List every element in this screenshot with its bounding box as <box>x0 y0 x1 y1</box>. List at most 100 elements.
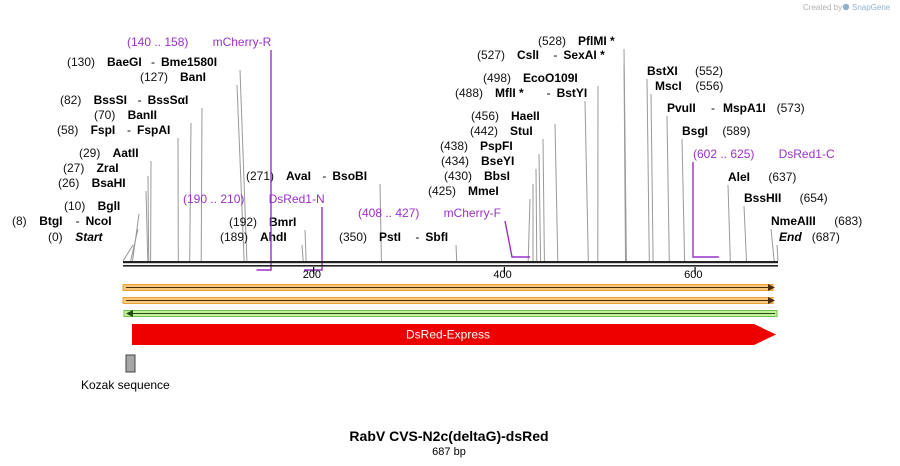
site-avai-bsobi[interactable]: (271)AvaI-BsoBI <box>246 169 367 183</box>
features: DsRed-Express Kozak sequence <box>81 324 776 392</box>
site-position: (271) <box>246 169 274 183</box>
site-mfli-bstyi[interactable]: (488)MflI *-BstYI <box>455 86 587 100</box>
site-baegi-bme1580i[interactable]: (130)BaeGI-Bme1580I <box>67 55 217 69</box>
site-line-stui <box>542 138 545 262</box>
primer-name: DsRed1-N <box>269 192 325 206</box>
site-name: AvaI <box>286 169 311 183</box>
site-line-mfli-bstyi <box>584 100 589 262</box>
tick-label: 600 <box>684 269 702 281</box>
site-name: PvuII <box>667 101 696 115</box>
site-name: Start <box>75 230 103 244</box>
site-mmei[interactable]: (425)MmeI <box>428 184 499 198</box>
site-name: BglI <box>98 199 121 213</box>
site-haeii[interactable]: (456)HaeII <box>471 109 540 123</box>
site-position: (26) <box>58 176 79 190</box>
site-position: (350) <box>339 230 367 244</box>
site-position: (498) <box>483 71 511 85</box>
feature-kozak-sequence[interactable]: Kozak sequence <box>81 354 170 392</box>
site-bsahi[interactable]: (26)BsaHI <box>58 176 126 190</box>
site-line-zrai <box>147 175 150 262</box>
site-nmeaiii[interactable]: NmeAIII(683) <box>771 214 862 228</box>
site-position: (0) <box>48 230 63 244</box>
site-pspfi[interactable]: (438)PspFI <box>440 139 513 153</box>
site-position: (488) <box>455 86 483 100</box>
orf-forward-1[interactable] <box>122 284 775 291</box>
snapgene-logo-icon <box>842 3 850 11</box>
site-name: PstI <box>379 230 401 244</box>
site-name: BstXI <box>647 64 678 78</box>
site-ahdi[interactable]: (189)AhdI <box>220 230 287 244</box>
site-name: BtgI <box>39 214 62 228</box>
site-name-secondary: Bme1580I <box>161 55 217 69</box>
site-position: (589) <box>722 124 750 138</box>
site-line-nmeaiii <box>770 228 775 262</box>
site-name: ZraI <box>97 161 119 175</box>
site-banii[interactable]: (70)BanII <box>94 108 157 122</box>
site-name: AleI <box>728 170 750 184</box>
orf-reverse[interactable] <box>123 310 778 317</box>
site-line-mmei <box>527 198 531 262</box>
primer-bar <box>256 50 272 271</box>
site-pvuii-mspa1i[interactable]: PvuII-MspA1I(573) <box>667 101 805 115</box>
site-name-secondary: SbfI <box>425 230 448 244</box>
tick-200: 200 <box>303 267 321 281</box>
site-msci[interactable]: MscI(556) <box>655 79 723 93</box>
site-line-avai-bsobi <box>379 183 382 262</box>
site-bsssi-bsss-i[interactable]: (82)BssSI-BssSαI <box>60 93 188 107</box>
site-bseyi[interactable]: (434) BseYI <box>441 154 514 168</box>
feature-dsred-express-label: DsRed-Express <box>406 328 490 342</box>
site-line-bsshii <box>743 205 747 262</box>
site-stui[interactable]: (442)StuI <box>470 124 533 138</box>
site-line-bmri <box>304 229 307 262</box>
site-position: (683) <box>834 214 862 228</box>
site-end[interactable]: End(687) <box>779 230 840 244</box>
site-bani[interactable]: (127)BanI <box>140 70 206 84</box>
site-position: (29) <box>79 146 100 160</box>
site-start[interactable]: (0) Start <box>48 230 104 244</box>
feature-dsred-express[interactable]: DsRed-Express <box>132 324 776 345</box>
site-position: (82) <box>60 93 81 107</box>
orf-forward-2[interactable] <box>122 297 775 304</box>
site-position: (654) <box>800 191 828 205</box>
site-position: (552) <box>695 64 723 78</box>
site-line-bgli <box>132 213 140 262</box>
primer-range: (602 .. 625) <box>693 147 754 161</box>
site-name: BanI <box>180 70 206 84</box>
primer-dsred1-n[interactable]: (190 .. 210)DsRed1-N <box>183 192 325 271</box>
site-aatii[interactable]: (29)AatII <box>79 146 139 160</box>
site-position: (434) <box>441 154 469 168</box>
site-bstxi[interactable]: BstXI (552) <box>647 64 723 78</box>
primer-mcherry-f[interactable]: (408 .. 427)mCherry-F <box>358 206 531 258</box>
site-pflmi[interactable]: (528)PflMI * <box>538 34 615 48</box>
backbone-bar-bottom <box>123 265 778 267</box>
site-zrai[interactable]: (27)ZraI <box>63 161 119 175</box>
site-position: (430) <box>444 169 472 183</box>
site-name-secondary: BstYI <box>557 86 588 100</box>
site-bsgi[interactable]: BsgI(589) <box>682 124 750 138</box>
site-line-ahdi <box>301 244 304 262</box>
site-line-end <box>776 244 779 262</box>
site-bgli[interactable]: (10)BglI <box>64 199 120 213</box>
site-fspi-fspai[interactable]: (58)FspI-FspAI <box>57 123 170 137</box>
restriction-site-labels: (0)Start(8)BtgI-NcoI(10)BglI(26)BsaHI(27… <box>12 34 862 244</box>
primer-bar <box>504 220 531 258</box>
site-bsshii[interactable]: BssHII(654) <box>744 191 828 205</box>
tick-label: 400 <box>493 269 511 281</box>
site-bbsi[interactable]: (430)BbsI <box>444 169 510 183</box>
primer-dsred1-c[interactable]: (602 .. 625)DsRed1-C <box>692 147 835 258</box>
site-name: BaeGI <box>107 55 142 69</box>
site-bmri[interactable]: (192)BmrI <box>229 215 296 229</box>
site-psti-sbfi[interactable]: (350)PstI-SbfI <box>339 230 448 244</box>
site-separator: - <box>322 169 326 183</box>
site-name: BseYI <box>481 154 514 168</box>
scale-ticks: 200 400 600 <box>303 267 702 281</box>
site-line-psti-sbfi <box>455 244 458 262</box>
site-name: BmrI <box>269 215 296 229</box>
site-btgi-ncoi[interactable]: (8)BtgI-NcoI <box>12 214 112 228</box>
site-ecoo109i[interactable]: (498)EcoO109I <box>483 71 578 85</box>
site-line-bseyi <box>535 168 538 262</box>
primer-mcherry-r[interactable]: (140 .. 158)mCherry-R <box>127 35 272 271</box>
site-name: StuI <box>510 124 533 138</box>
site-csli-sexai[interactable]: (527)CslI-SexAI * <box>477 48 605 62</box>
site-alei[interactable]: AleI(637) <box>728 170 796 184</box>
